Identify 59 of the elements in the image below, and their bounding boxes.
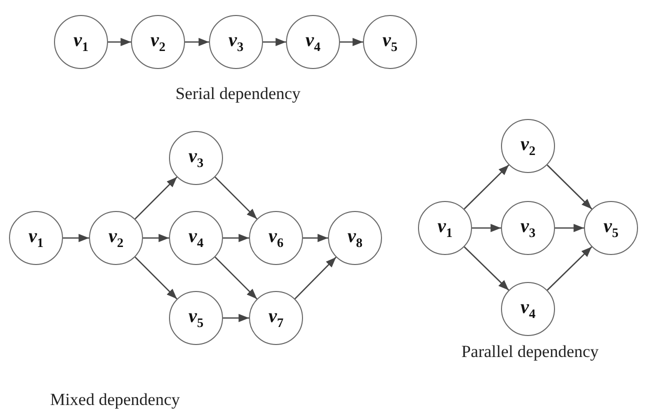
node-label: v$_{3}$ [228, 30, 244, 54]
arrow [303, 234, 328, 242]
arrow [223, 234, 249, 242]
node-label: v$_{5}$ [604, 216, 618, 240]
arrow [546, 164, 592, 210]
arrow [464, 164, 510, 210]
arrow [546, 246, 592, 291]
node-circle [9, 211, 63, 265]
arrow [134, 256, 178, 300]
node-label: v$_{3}$ [188, 146, 204, 170]
arrow [143, 234, 169, 242]
node-circle [54, 15, 108, 69]
node-label: v$_{4}$ [520, 296, 536, 322]
node-circle [249, 211, 303, 265]
node-label: v$_{6}$ [268, 226, 284, 250]
arrow [185, 38, 209, 46]
node-circle [131, 15, 185, 69]
node-circle [363, 15, 417, 69]
arrow [555, 224, 584, 232]
arrow [263, 38, 286, 46]
arrow [63, 234, 89, 242]
arrow [464, 246, 510, 291]
node-circle [328, 211, 382, 265]
arrow [223, 314, 249, 322]
node-label: v$_{4}$ [188, 226, 204, 250]
node-label: v$_{3}$ [520, 216, 536, 240]
node-circle [501, 201, 555, 255]
caption: Mixed dependency [50, 390, 180, 410]
node-label: v$_{7}$ [268, 306, 284, 330]
node-circle [209, 15, 263, 69]
caption: Serial dependency [175, 84, 301, 104]
node-label: v$_{4}$ [306, 30, 320, 54]
arrow [214, 176, 258, 220]
node-circle [89, 211, 143, 265]
node-label: v$_{1}$ [74, 30, 88, 54]
node-circle [501, 282, 555, 336]
node-circle [584, 201, 638, 255]
node-label: v$_{5}$ [188, 306, 204, 330]
node-circle [501, 119, 555, 173]
arrow [294, 256, 336, 300]
node-label: v$_{1}$ [28, 226, 44, 250]
node-circle [169, 291, 223, 345]
caption: Parallel dependency [461, 342, 599, 362]
node-circle [169, 211, 223, 265]
node-label: v$_{2}$ [150, 30, 166, 54]
node-circle [286, 15, 340, 69]
node-circle [249, 291, 303, 345]
arrow [214, 256, 258, 300]
node-label: v$_{2}$ [108, 226, 124, 250]
node-label: v$_{5}$ [382, 30, 398, 54]
node-label: v$_{1}$ [438, 216, 452, 240]
node-label: v$_{8}$ [348, 226, 362, 250]
arrow [472, 224, 501, 232]
node-circle [169, 131, 223, 185]
arrow [108, 38, 131, 46]
node-label: v$_{2}$ [520, 134, 536, 158]
node-circle [418, 201, 472, 255]
arrow [340, 38, 363, 46]
arrow [134, 176, 178, 220]
